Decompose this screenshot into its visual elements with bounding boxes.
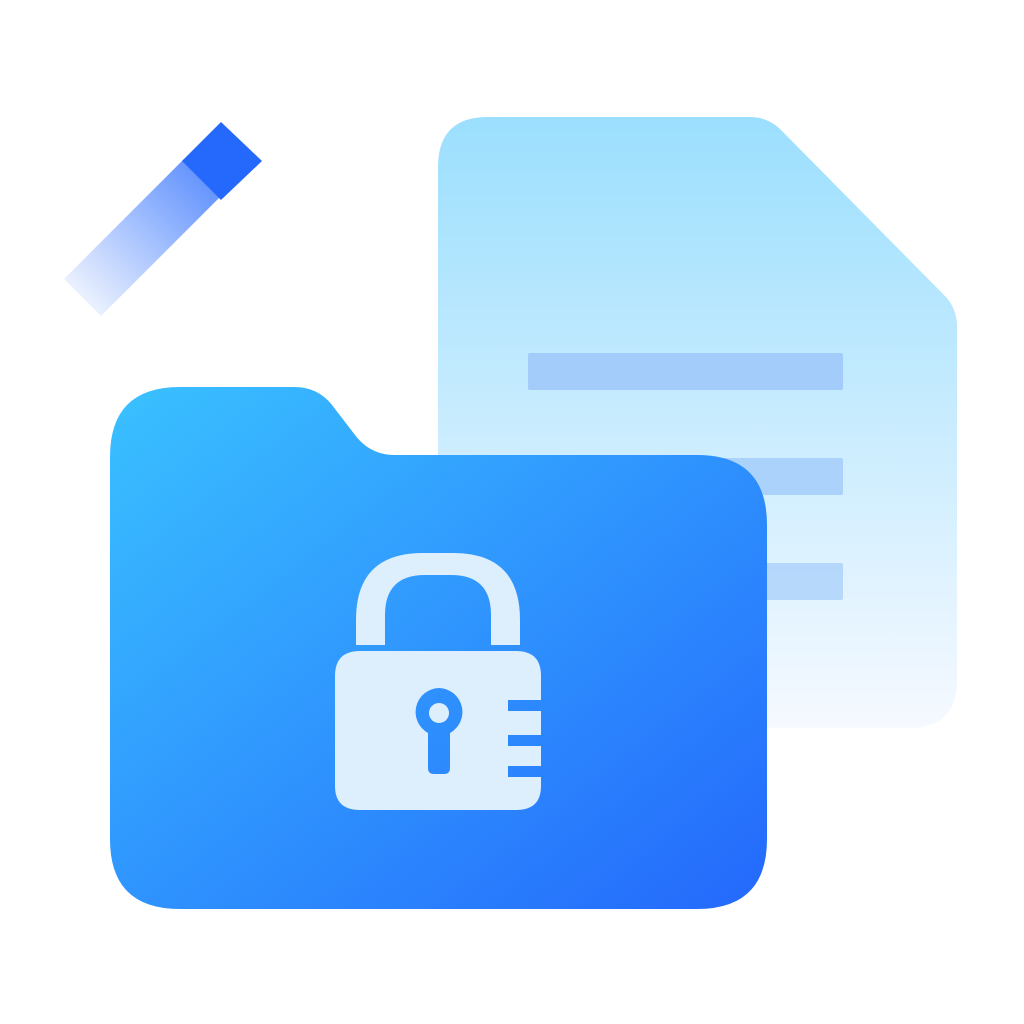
padlock-shackle [356,553,520,645]
pencil-tip [182,122,262,200]
padlock-body [335,651,541,810]
folder-body [110,387,767,909]
pencil-icon [64,122,262,316]
folder-icon [110,387,767,909]
document-line-1 [528,353,843,390]
pencil-body [64,159,221,316]
padlock-icon [335,553,541,810]
